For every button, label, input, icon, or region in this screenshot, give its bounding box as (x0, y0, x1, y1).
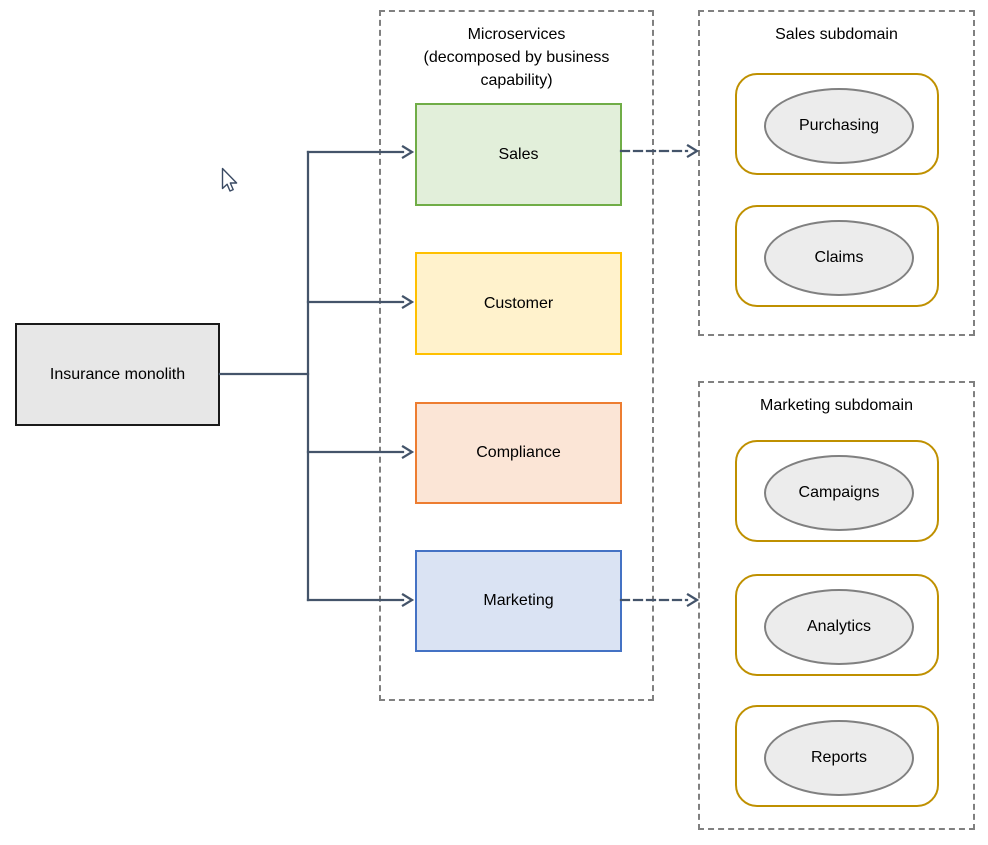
sales-subdomain-title: Sales subdomain (775, 26, 898, 43)
capability-ellipse-claims[interactable]: Claims (764, 220, 914, 296)
capability-label-claims: Claims (814, 249, 864, 266)
capability-label-reports: Reports (810, 749, 868, 766)
arrowhead-sales-subdomain (686, 143, 700, 159)
mouse-cursor-icon (221, 167, 238, 192)
capability-box-analytics[interactable]: Analytics (735, 574, 939, 676)
capability-box-campaigns[interactable]: Campaigns (735, 440, 939, 542)
capability-ellipse-analytics[interactable]: Analytics (764, 589, 914, 665)
microservice-label-marketing: Marketing (483, 592, 554, 609)
capability-label-purchasing: Purchasing (798, 117, 880, 134)
microservice-node-marketing[interactable]: Marketing (415, 550, 622, 652)
sales-subdomain-container[interactable]: Sales subdomain Purchasing Claims (698, 10, 975, 336)
microservices-title-line-2: (decomposed by business (423, 49, 610, 66)
marketing-subdomain-title: Marketing subdomain (760, 397, 913, 414)
microservice-node-sales[interactable]: Sales (415, 103, 622, 206)
capability-box-purchasing[interactable]: Purchasing (735, 73, 939, 175)
monolith-node[interactable]: Insurance monolith (15, 323, 220, 426)
microservice-label-sales: Sales (498, 145, 539, 163)
monolith-label: Insurance monolith (49, 365, 186, 383)
capability-box-claims[interactable]: Claims (735, 205, 939, 307)
capability-ellipse-reports[interactable]: Reports (764, 720, 914, 796)
microservice-node-customer[interactable]: Customer (415, 252, 622, 355)
microservice-node-compliance[interactable]: Compliance (415, 402, 622, 504)
microservices-title-line-1: Microservices (467, 26, 566, 43)
marketing-subdomain-container[interactable]: Marketing subdomain Campaigns Analytics … (698, 381, 975, 830)
microservices-title-line-3: capability) (480, 72, 553, 89)
capability-label-analytics: Analytics (806, 618, 872, 635)
capability-ellipse-campaigns[interactable]: Campaigns (764, 455, 914, 531)
microservice-label-compliance: Compliance (476, 444, 561, 461)
arrowhead-marketing-subdomain (686, 592, 700, 608)
capability-label-campaigns: Campaigns (798, 484, 880, 501)
microservices-title: Microservices (decomposed by business ca… (381, 23, 652, 92)
microservices-container[interactable]: Microservices (decomposed by business ca… (379, 10, 654, 701)
capability-ellipse-purchasing[interactable]: Purchasing (764, 88, 914, 164)
capability-box-reports[interactable]: Reports (735, 705, 939, 807)
microservice-label-customer: Customer (483, 294, 554, 312)
